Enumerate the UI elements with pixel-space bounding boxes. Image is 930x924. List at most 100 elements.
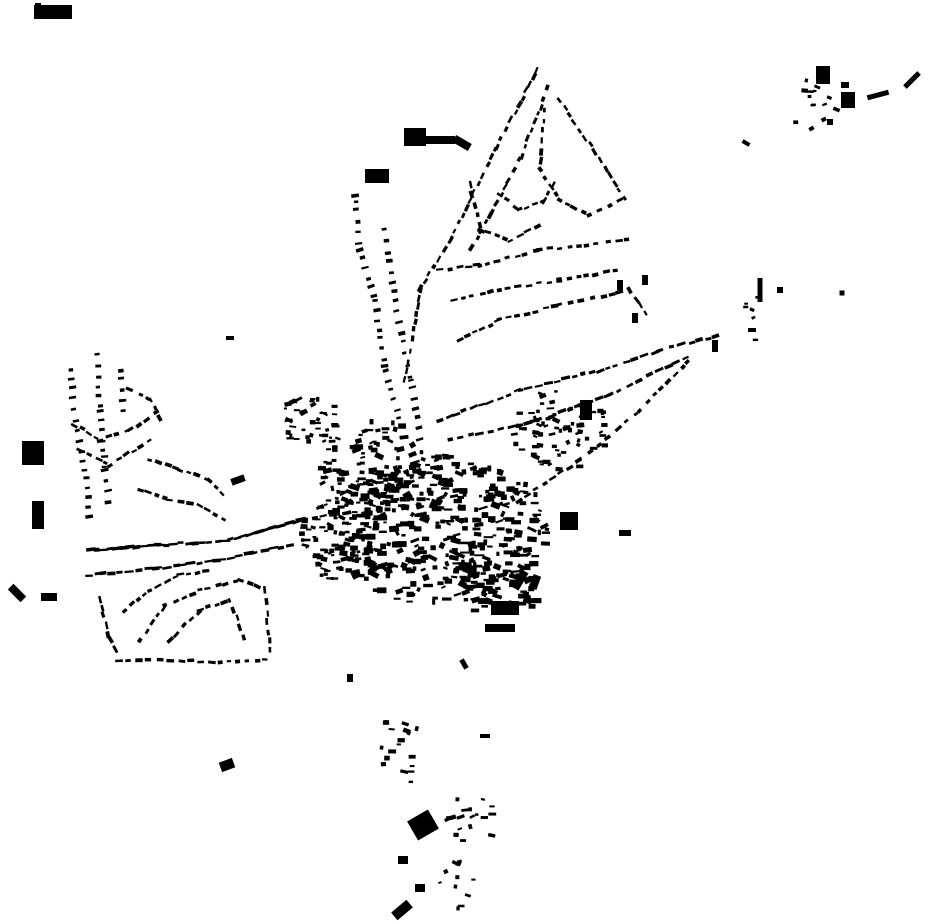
building xyxy=(545,190,551,196)
building xyxy=(330,485,335,492)
building xyxy=(467,462,475,466)
building xyxy=(336,490,346,493)
building xyxy=(372,527,380,531)
building xyxy=(612,363,618,368)
building xyxy=(552,413,557,417)
building xyxy=(487,322,494,329)
building xyxy=(293,409,300,412)
building xyxy=(407,809,439,841)
building xyxy=(236,577,245,583)
building xyxy=(414,543,419,548)
building xyxy=(369,570,380,579)
building xyxy=(463,598,469,602)
building xyxy=(314,421,321,425)
building xyxy=(808,125,815,132)
building xyxy=(460,212,466,219)
building xyxy=(457,827,463,831)
building xyxy=(330,553,335,557)
building xyxy=(528,574,542,590)
building xyxy=(391,289,398,294)
building xyxy=(603,165,610,173)
building xyxy=(507,569,514,574)
building xyxy=(409,511,415,518)
building xyxy=(484,229,492,235)
building xyxy=(529,127,534,133)
building xyxy=(418,476,425,479)
building xyxy=(671,359,681,366)
building xyxy=(370,293,378,299)
building xyxy=(793,120,799,125)
building xyxy=(486,559,493,566)
building xyxy=(528,604,536,609)
building xyxy=(551,416,561,424)
building xyxy=(121,608,128,614)
building xyxy=(504,286,511,291)
building xyxy=(315,396,320,402)
building xyxy=(444,578,453,584)
building xyxy=(443,519,453,523)
building xyxy=(485,489,490,494)
building xyxy=(101,465,107,468)
building xyxy=(543,380,554,386)
building xyxy=(401,721,410,727)
building xyxy=(105,433,113,439)
building xyxy=(171,465,180,471)
building xyxy=(596,207,603,213)
building xyxy=(95,393,102,398)
building xyxy=(496,317,503,322)
building xyxy=(309,399,315,403)
building xyxy=(384,251,392,256)
building xyxy=(400,521,410,527)
building xyxy=(172,630,180,639)
building xyxy=(354,241,363,246)
building xyxy=(526,526,537,533)
building xyxy=(497,476,506,482)
building xyxy=(332,560,341,564)
building xyxy=(305,435,310,440)
building xyxy=(484,261,491,267)
building xyxy=(398,423,407,429)
building xyxy=(655,347,664,354)
building xyxy=(476,180,482,187)
building xyxy=(423,511,427,516)
building xyxy=(556,97,563,104)
building xyxy=(519,490,526,493)
building xyxy=(254,658,261,663)
building xyxy=(391,541,402,548)
building xyxy=(472,471,479,476)
building xyxy=(394,529,400,537)
building xyxy=(664,377,672,386)
building xyxy=(373,319,381,323)
building xyxy=(317,505,325,509)
building xyxy=(589,446,598,450)
building xyxy=(467,432,475,437)
building xyxy=(405,364,411,368)
building xyxy=(539,402,545,405)
building xyxy=(516,411,523,415)
building xyxy=(218,757,236,773)
building xyxy=(406,556,417,566)
building xyxy=(496,287,503,293)
building xyxy=(319,526,326,529)
building xyxy=(496,468,502,473)
building xyxy=(682,355,690,361)
building xyxy=(408,385,417,390)
building xyxy=(589,295,596,301)
building xyxy=(502,576,510,582)
building xyxy=(612,180,619,188)
building xyxy=(79,425,86,431)
building xyxy=(442,868,449,875)
building xyxy=(300,526,308,529)
building xyxy=(633,411,639,417)
building xyxy=(416,502,421,506)
building xyxy=(380,491,387,498)
building xyxy=(542,119,546,124)
building xyxy=(324,530,328,533)
building xyxy=(139,544,149,548)
building xyxy=(496,571,508,579)
building xyxy=(119,388,125,393)
building xyxy=(67,377,75,381)
building xyxy=(161,602,168,608)
building xyxy=(548,432,556,437)
